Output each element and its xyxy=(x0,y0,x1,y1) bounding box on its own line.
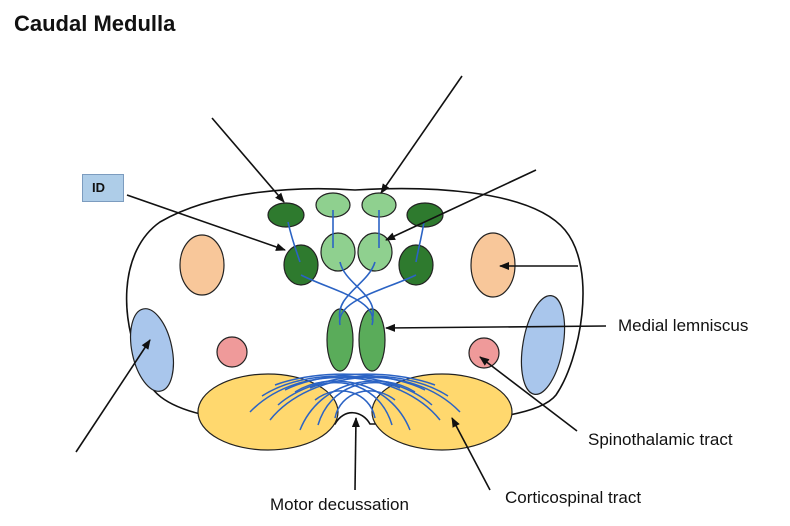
label-spinothalamic-tract: Spinothalamic tract xyxy=(588,430,733,449)
fasciculus-dark-right xyxy=(406,202,444,228)
lateral-tract-right xyxy=(520,295,566,395)
pointer-arrows xyxy=(75,75,607,491)
spinothalamic-tract-left xyxy=(216,336,248,368)
spinothalamic-tract-right xyxy=(468,337,500,369)
label-corticospinal-tract: Corticospinal tract xyxy=(505,488,642,507)
nucleus-light-right xyxy=(357,232,393,272)
peach-nucleus-right xyxy=(470,232,516,298)
nucleus-dark-right xyxy=(398,244,434,286)
motor-decussation-fibers xyxy=(249,373,461,431)
id-label-box: ID xyxy=(82,174,124,202)
nucleus-light-left xyxy=(320,232,356,272)
internal-arcuate-fibers xyxy=(287,210,425,326)
label-motor-decussation: Motor decussation xyxy=(270,495,409,514)
nucleus-dark-left xyxy=(283,244,319,286)
page-title: Caudal Medulla xyxy=(14,11,176,36)
fasciculus-dark-left xyxy=(267,202,305,228)
medulla-outline xyxy=(125,187,584,425)
label-medial-lemniscus: Medial lemniscus xyxy=(618,316,749,335)
peach-nucleus-left xyxy=(179,234,225,296)
lateral-tract-left xyxy=(129,308,175,392)
